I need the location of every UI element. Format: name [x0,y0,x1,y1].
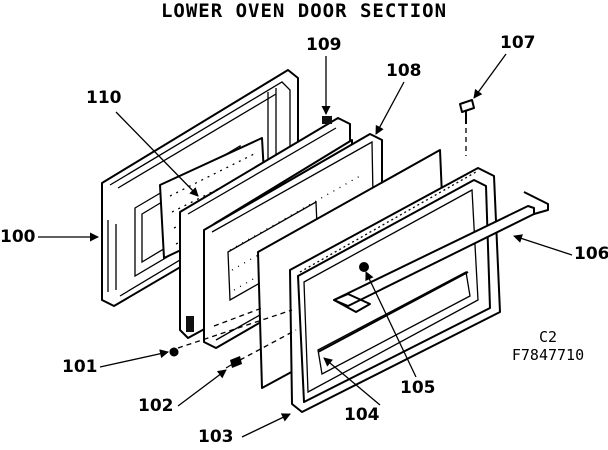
callout-100: 100 [0,227,36,247]
top-screw-part [459,99,475,156]
handle-grommet-part [359,262,369,272]
callout-110: 110 [86,88,122,108]
door-handle-part [333,191,549,313]
callout-103: 103 [198,427,234,447]
callout-102: 102 [138,396,174,416]
alignment-lines [177,307,297,361]
callout-108: 108 [386,61,422,81]
screw-101-part [169,347,179,357]
leader-102 [177,369,227,407]
screw-102-part [225,356,242,369]
callout-106: 106 [574,244,608,264]
leader-108 [375,81,405,135]
callout-101: 101 [62,357,98,377]
leader-106 [513,234,573,256]
leader-107 [473,53,507,99]
leader-110 [115,111,199,197]
callout-104: 104 [344,405,380,425]
leader-103 [241,413,291,438]
leader-101 [99,349,169,368]
callout-105: 105 [400,378,436,398]
leader-arrows [38,53,573,438]
leader-105 [365,271,417,378]
drawing-code-line-1: C2 [538,328,558,346]
drawing-code-line-2: F7847710 [511,346,585,364]
leader-104 [323,357,381,406]
callout-109: 109 [306,35,342,55]
outer-door-frame-part [289,167,501,413]
diagram-title: LOWER OVEN DOOR SECTION [160,0,448,22]
callout-107: 107 [500,33,536,53]
